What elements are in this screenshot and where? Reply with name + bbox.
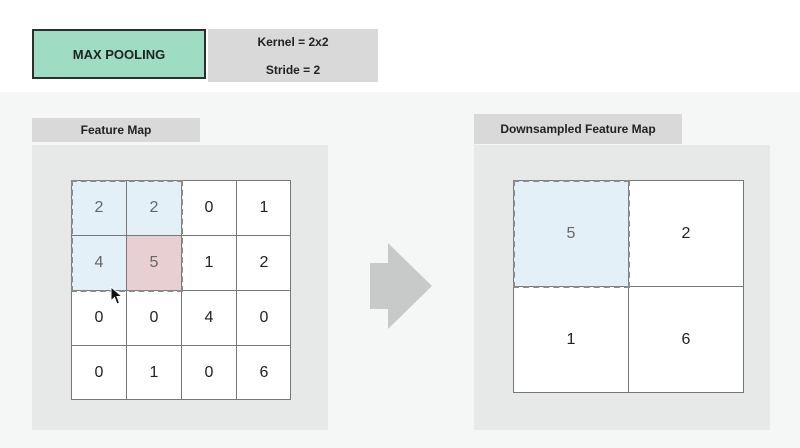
right-arrow-icon <box>370 243 432 329</box>
fm-cell-1-3: 2 <box>237 236 291 291</box>
fm-cell-2-1: 0 <box>127 291 182 346</box>
downsampled-label: Downsampled Feature Map <box>474 114 682 144</box>
ds-cell-0-1: 2 <box>629 181 743 287</box>
fm-cell-2-3: 0 <box>237 291 291 346</box>
fm-cell-1-0: 4 <box>72 236 127 291</box>
feature-map-label: Feature Map <box>32 118 200 142</box>
fm-cell-0-1: 2 <box>127 181 182 236</box>
feature-map-grid: 2 2 0 1 4 5 1 2 0 0 4 0 0 1 0 6 <box>71 180 291 400</box>
ds-cell-1-0: 1 <box>514 287 629 392</box>
kernel-text: Kernel = 2x2 <box>257 34 329 49</box>
fm-cell-2-0: 0 <box>72 291 127 346</box>
downsampled-label-text: Downsampled Feature Map <box>500 122 656 136</box>
fm-cell-3-0: 0 <box>72 346 127 399</box>
mouse-pointer-icon <box>110 286 124 305</box>
fm-cell-0-3: 1 <box>237 181 291 236</box>
fm-cell-3-3: 6 <box>259 363 269 381</box>
params-box: Kernel = 2x2 Stride = 2 <box>208 29 378 82</box>
downsampled-grid: 5 2 1 6 <box>513 180 744 393</box>
fm-cell-1-2: 1 <box>182 236 237 291</box>
fm-cell-3-1: 1 <box>127 346 182 399</box>
fm-cell-3-2: 0 <box>182 346 237 399</box>
ds-cell-0-0: 5 <box>514 181 629 287</box>
ds-cell-1-1: 6 <box>681 330 691 348</box>
title-box: MAX POOLING <box>32 29 206 79</box>
fm-cell-0-0: 2 <box>72 181 127 236</box>
fm-cell-2-2: 4 <box>182 291 237 346</box>
feature-map-label-text: Feature Map <box>80 123 152 137</box>
title-text: MAX POOLING <box>72 46 166 62</box>
fm-cell-1-1: 5 <box>127 236 182 291</box>
fm-cell-0-2: 0 <box>182 181 237 236</box>
stride-text: Stride = 2 <box>265 62 321 77</box>
